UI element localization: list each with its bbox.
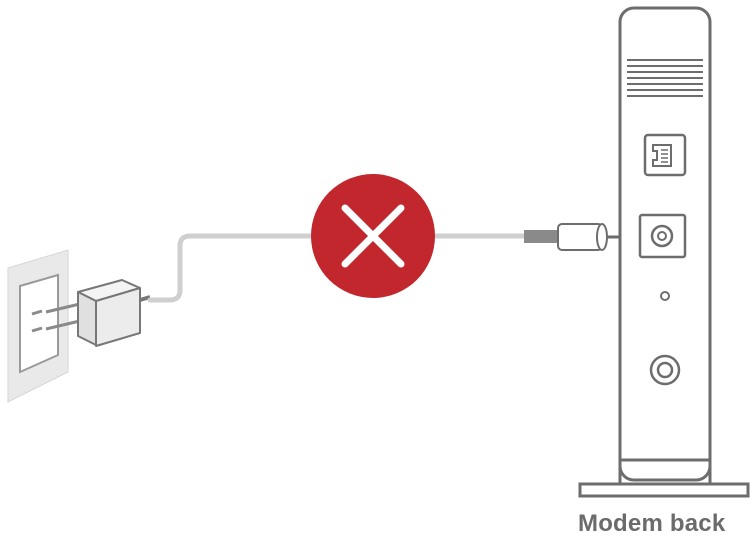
vent-slots xyxy=(627,59,703,97)
wall-outlet-icon xyxy=(7,249,69,403)
reset-button-icon xyxy=(660,291,670,301)
ethernet-port-icon xyxy=(643,133,687,177)
error-x-icon xyxy=(311,174,435,298)
modem-back-caption: Modem back xyxy=(578,510,726,537)
power-adapter-icon xyxy=(77,279,151,347)
coax-connector-icon xyxy=(649,354,681,386)
dc-plug-icon xyxy=(524,223,636,251)
modem-stand xyxy=(578,405,750,498)
modem-icon xyxy=(578,6,750,498)
power-cable xyxy=(147,233,533,303)
power-jack-icon xyxy=(638,213,687,259)
